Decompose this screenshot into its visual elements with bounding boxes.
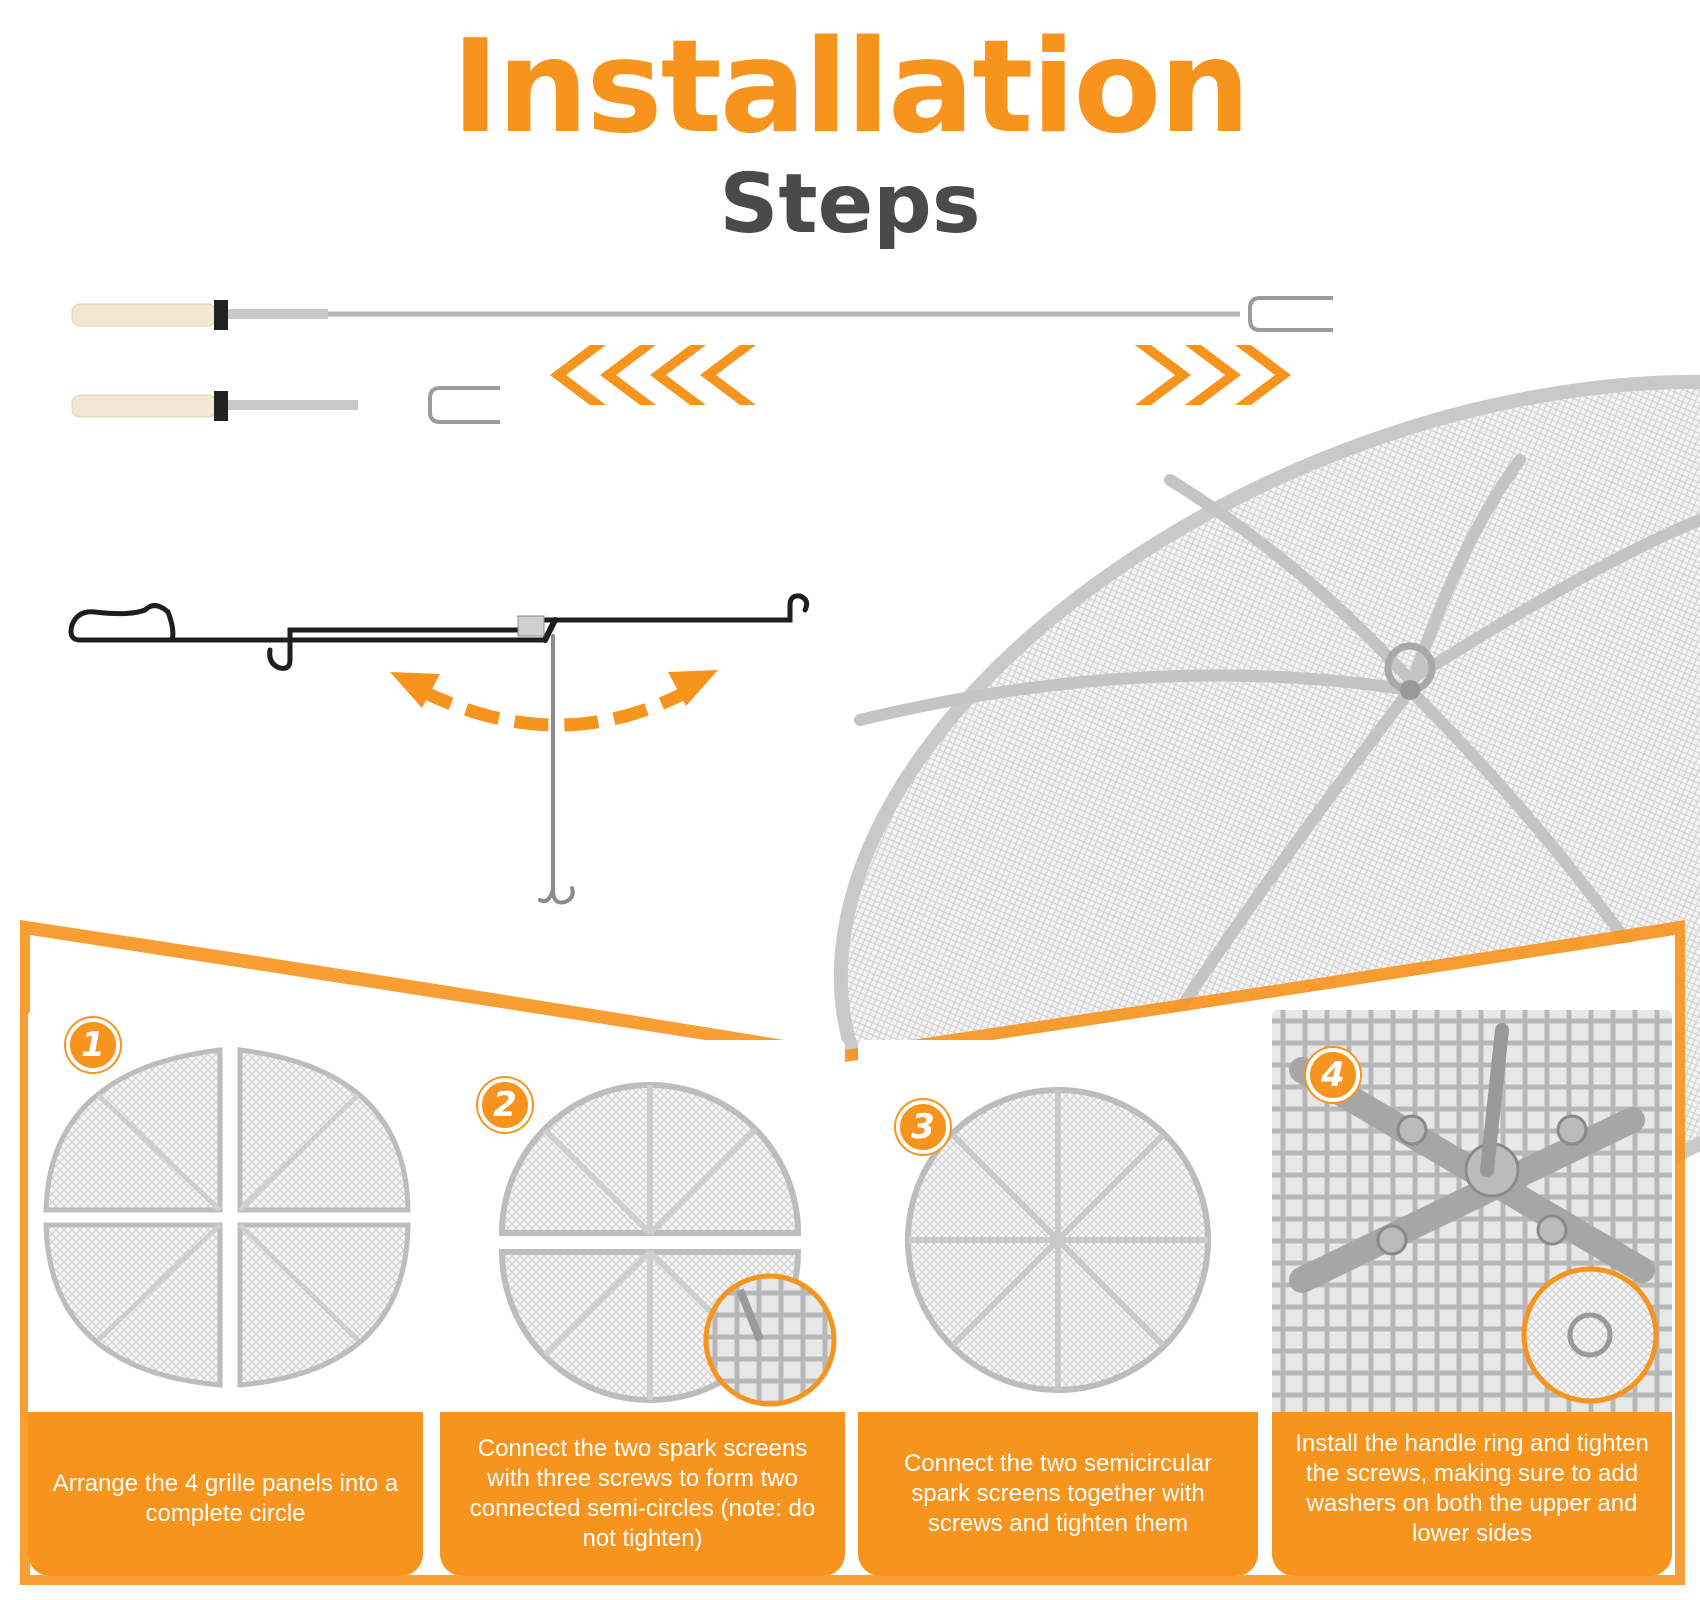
curved-double-arrow-icon — [390, 670, 718, 732]
step-card-2: 2 Connect the two spark screens with thr… — [440, 1040, 845, 1576]
step-2-text: Connect the two spark screens with three… — [440, 1412, 845, 1576]
step-3-badge: 3 — [896, 1100, 950, 1154]
step-3-text: Connect the two semicircular spark scree… — [858, 1412, 1258, 1576]
roasting-stick-extended-image — [71, 296, 1333, 332]
roasting-stick-collapsed-image — [71, 386, 500, 424]
step-3-image — [905, 1087, 1211, 1393]
step-1-badge: 1 — [66, 1018, 120, 1072]
page-subtitle: Steps — [719, 157, 981, 252]
step-4-badge: 4 — [1306, 1048, 1360, 1102]
page-title: Installation — [451, 13, 1251, 162]
step-card-3: 3 Connect the two semicircular spark scr… — [858, 1040, 1258, 1576]
chevrons-right-icon — [1135, 345, 1291, 405]
step-2-image — [498, 1081, 837, 1407]
step-1-text: Arrange the 4 grille panels into a compl… — [28, 1412, 423, 1576]
step-2-badge: 2 — [478, 1078, 532, 1132]
step-4-text: Install the handle ring and tighten the … — [1272, 1412, 1672, 1576]
step-card-4: 4 Install the handle ring and tighten th… — [1272, 1010, 1672, 1576]
fire-poker-tool-image — [68, 593, 810, 905]
step-1-image — [43, 1047, 411, 1388]
chevrons-left-icon — [550, 345, 756, 405]
step-card-1: 1 Arrange the 4 grille panels into a com… — [28, 1010, 423, 1576]
